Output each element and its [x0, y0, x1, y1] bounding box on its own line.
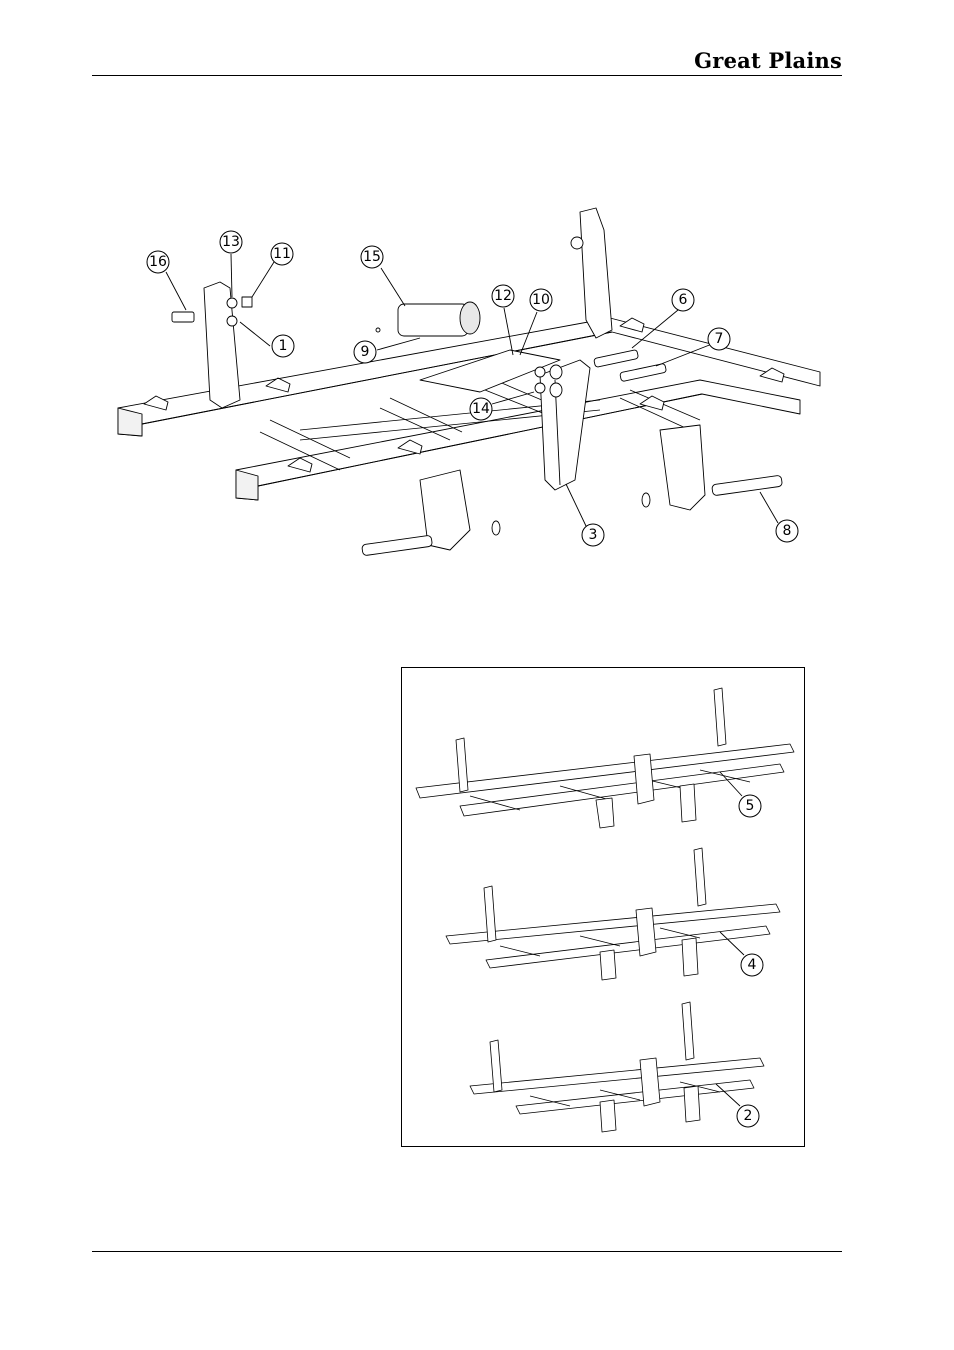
callout-4: 4: [741, 954, 763, 976]
frame-variant-4: [446, 848, 780, 980]
svg-text:4: 4: [748, 957, 757, 973]
footer-rule: [92, 1251, 842, 1252]
frame-variant-2: [470, 1002, 764, 1132]
callout-2: 2: [737, 1105, 759, 1127]
frame-variants-drawing: 5 4 2: [0, 0, 954, 1200]
svg-text:2: 2: [744, 1108, 753, 1124]
callout-5: 5: [739, 795, 761, 817]
svg-text:5: 5: [746, 798, 755, 814]
frame-variant-5: [416, 688, 794, 828]
